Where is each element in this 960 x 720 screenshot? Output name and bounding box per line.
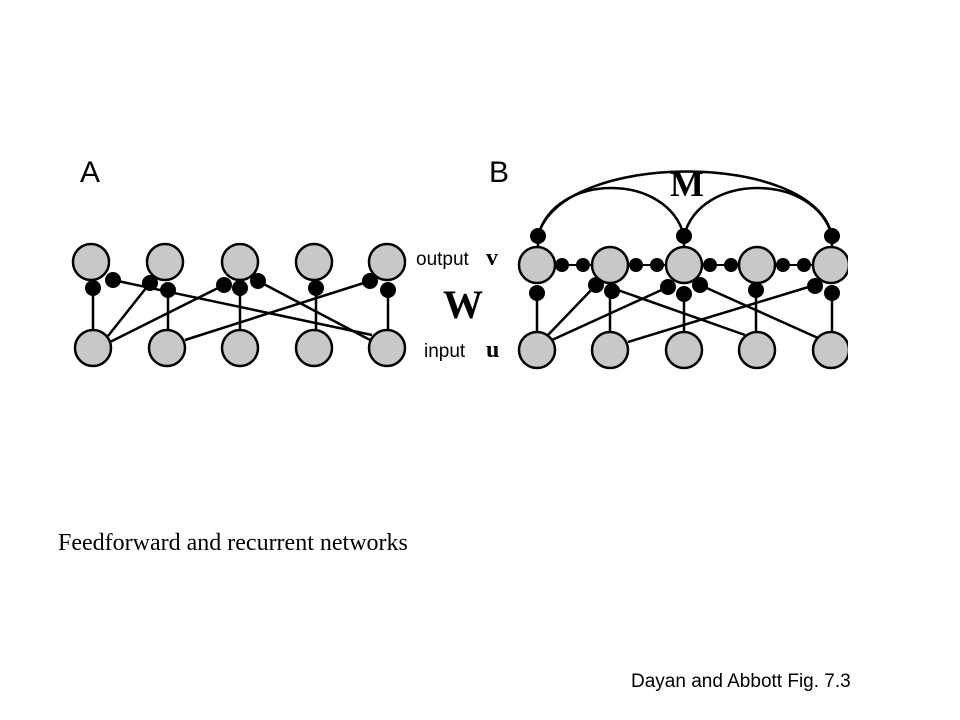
output-vector-symbol: v bbox=[486, 245, 498, 271]
connection-line bbox=[699, 283, 819, 340]
panel-b-label: B bbox=[489, 156, 509, 189]
feedforward-weight-symbol: W bbox=[443, 282, 483, 327]
figure-caption: Feedforward and recurrent networks bbox=[58, 530, 408, 556]
output-neuron bbox=[737, 245, 777, 285]
synapse-dot bbox=[676, 286, 692, 302]
output-neuron bbox=[294, 242, 334, 282]
synapse-dot bbox=[604, 283, 620, 299]
connection-line bbox=[257, 279, 373, 343]
recurrent-arc-left bbox=[536, 186, 686, 237]
synapse-dot bbox=[650, 258, 664, 272]
output-neuron bbox=[664, 245, 704, 285]
synapse-dot bbox=[85, 280, 101, 296]
input-neuron bbox=[737, 330, 777, 370]
figure-credit: Dayan and Abbott Fig. 7.3 bbox=[631, 671, 851, 692]
synapse-dot bbox=[250, 273, 266, 289]
synapses-a bbox=[85, 272, 396, 298]
output-neuron bbox=[811, 245, 848, 285]
synapse-dot bbox=[362, 273, 378, 289]
connection-line bbox=[112, 278, 373, 337]
connection-line bbox=[107, 282, 151, 337]
input-neuron bbox=[367, 328, 407, 368]
connection-line bbox=[627, 283, 816, 344]
input-vector-symbol: u bbox=[486, 337, 499, 363]
synapse-dot bbox=[588, 277, 604, 293]
feedforward-connections bbox=[91, 278, 390, 344]
output-neuron bbox=[220, 242, 260, 282]
synapse-dot bbox=[660, 279, 676, 295]
synapse-dot bbox=[576, 258, 590, 272]
recurrent-ff-connections bbox=[535, 283, 834, 344]
panel-a-label: A bbox=[80, 156, 100, 189]
connection-line bbox=[184, 279, 371, 342]
output-neurons-a bbox=[71, 242, 407, 282]
recurrent-arc-right bbox=[682, 186, 834, 237]
input-neuron bbox=[664, 330, 704, 370]
synapse-dot bbox=[105, 272, 121, 288]
connection-line bbox=[547, 284, 597, 336]
synapse-dot bbox=[529, 285, 545, 301]
synapse-dot bbox=[824, 285, 840, 301]
input-neurons-b bbox=[517, 330, 848, 370]
input-neuron bbox=[220, 328, 260, 368]
synapse-dot bbox=[629, 258, 643, 272]
input-neuron bbox=[73, 328, 113, 368]
input-neurons-a bbox=[73, 328, 407, 368]
synapses-b bbox=[529, 228, 840, 302]
connection-line bbox=[551, 285, 669, 342]
input-neuron bbox=[294, 328, 334, 368]
output-neuron bbox=[590, 245, 630, 285]
recurrent-network bbox=[517, 170, 848, 370]
synapse-dot bbox=[380, 282, 396, 298]
synapse-dot bbox=[160, 282, 176, 298]
synapse-dot bbox=[142, 275, 158, 291]
synapse-dot bbox=[797, 258, 811, 272]
synapse-dot bbox=[824, 228, 840, 244]
synapse-dot bbox=[724, 258, 738, 272]
synapse-dot bbox=[216, 277, 232, 293]
synapse-dot bbox=[308, 280, 324, 296]
synapse-dot bbox=[232, 280, 248, 296]
output-neuron bbox=[517, 245, 557, 285]
recurrent-weight-symbol: M bbox=[670, 164, 704, 204]
synapse-dot bbox=[555, 258, 569, 272]
output-neuron bbox=[367, 242, 407, 282]
connection-line bbox=[109, 283, 225, 344]
output-neurons-b bbox=[517, 245, 848, 285]
synapse-dot bbox=[692, 277, 708, 293]
output-layer-label: output bbox=[416, 249, 470, 270]
input-neuron bbox=[517, 330, 557, 370]
connection-line bbox=[611, 286, 746, 337]
synapse-dot bbox=[703, 258, 717, 272]
input-neuron bbox=[811, 330, 848, 370]
input-neuron bbox=[590, 330, 630, 370]
synapse-dot bbox=[807, 278, 823, 294]
output-neuron bbox=[71, 242, 111, 282]
feedforward-network bbox=[71, 242, 407, 368]
output-neuron bbox=[145, 242, 185, 282]
synapse-dot bbox=[530, 228, 546, 244]
recurrent-arcs bbox=[536, 170, 834, 237]
synapse-dot bbox=[676, 228, 692, 244]
input-neuron bbox=[147, 328, 187, 368]
synapse-dot bbox=[748, 282, 764, 298]
synapse-dot bbox=[776, 258, 790, 272]
input-layer-label: input bbox=[424, 341, 466, 362]
